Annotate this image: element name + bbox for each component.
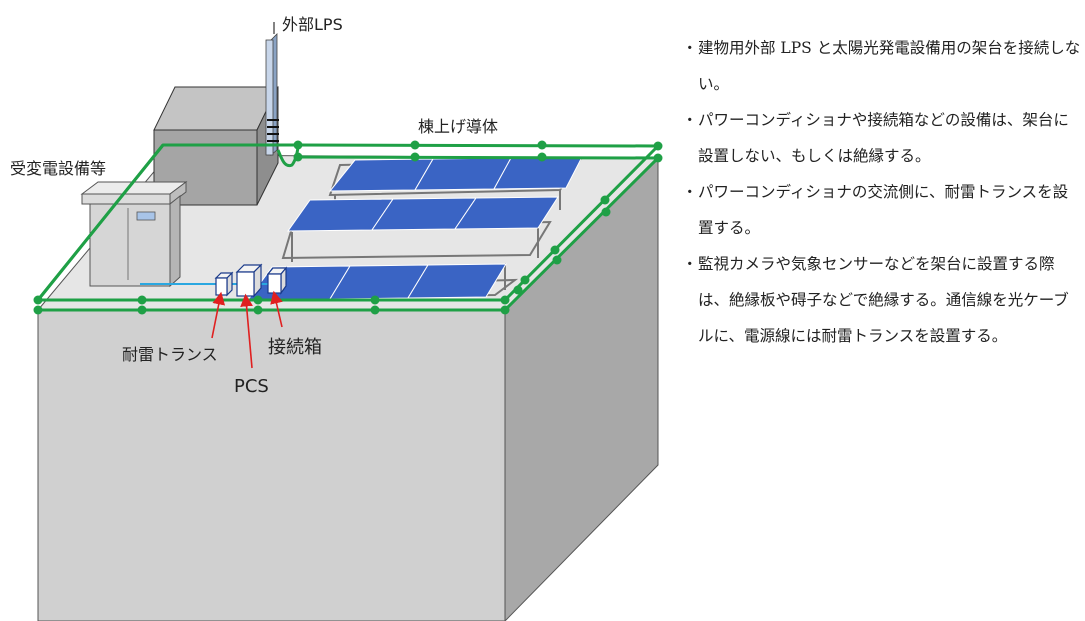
label-lightning-transformer: 耐雷トランス [122, 345, 218, 364]
solar-row-front [247, 262, 519, 301]
bullet: ・ [682, 111, 698, 129]
device-junction-box [266, 266, 288, 295]
note-item: ・建物用外部 LPS と太陽光発電設備用の架台を接続しない。 [682, 30, 1082, 102]
device-transformer [214, 271, 234, 297]
substation-equipment [80, 181, 188, 288]
arrow-transformer [211, 291, 226, 339]
label-junction-box: 接続箱 [268, 337, 322, 358]
label-pcs: PCS [234, 376, 269, 397]
note-text: パワーコンディショナの交流側に、耐雷トランスを設置する。 [698, 183, 1069, 237]
bullet: ・ [682, 39, 698, 57]
arrow-pcs [240, 293, 253, 369]
note-item: ・監視カメラや気象センサーなどを架台に設置する際は、絶縁板や碍子などで絶縁する。… [682, 246, 1082, 354]
note-text: パワーコンディショナや接続箱などの設備は、架台に設置しない、もしくは絶縁する。 [698, 111, 1069, 165]
label-ridge-conductor: 棟上げ導体 [418, 117, 498, 136]
label-substation: 受変電設備等 [10, 159, 106, 178]
device-pcs [235, 263, 263, 298]
note-text: 建物用外部 LPS と太陽光発電設備用の架台を接続しない。 [698, 39, 1081, 93]
lps-mast [265, 22, 279, 156]
arrow-junction-box [270, 290, 283, 328]
note-item: ・パワーコンディショナの交流側に、耐雷トランスを設置する。 [682, 174, 1082, 246]
bullet: ・ [682, 255, 698, 273]
ridge-conductors [36, 143, 660, 312]
conductor-nodes [33, 140, 663, 315]
label-external-lps: 外部LPS [282, 15, 343, 34]
solar-row-middle [281, 196, 559, 262]
note-item: ・パワーコンディショナや接続箱などの設備は、架台に設置しない、もしくは絶縁する。 [682, 102, 1082, 174]
solar-row-back [328, 156, 583, 214]
pointer-arrows [211, 290, 283, 369]
note-text: 監視カメラや気象センサーなどを架台に設置する際は、絶縁板や碍子などで絶縁する。通… [698, 255, 1069, 345]
notes-list: ・建物用外部 LPS と太陽光発電設備用の架台を接続しない。 ・パワーコンディシ… [682, 30, 1082, 354]
bullet: ・ [682, 183, 698, 201]
